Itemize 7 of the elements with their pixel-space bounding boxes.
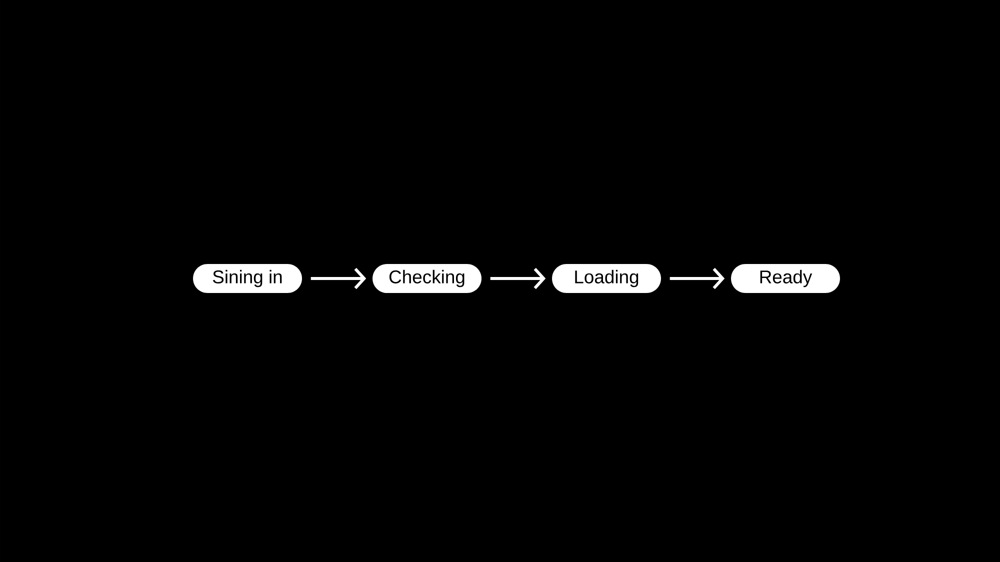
rounded-box: Sining in <box>193 264 302 293</box>
arrow <box>490 268 546 290</box>
arrow <box>310 268 366 290</box>
rounded-box: Checking <box>372 264 482 293</box>
rounded-box: Loading <box>552 264 661 293</box>
rounded-box: Ready <box>731 264 840 293</box>
arrow <box>670 268 725 290</box>
